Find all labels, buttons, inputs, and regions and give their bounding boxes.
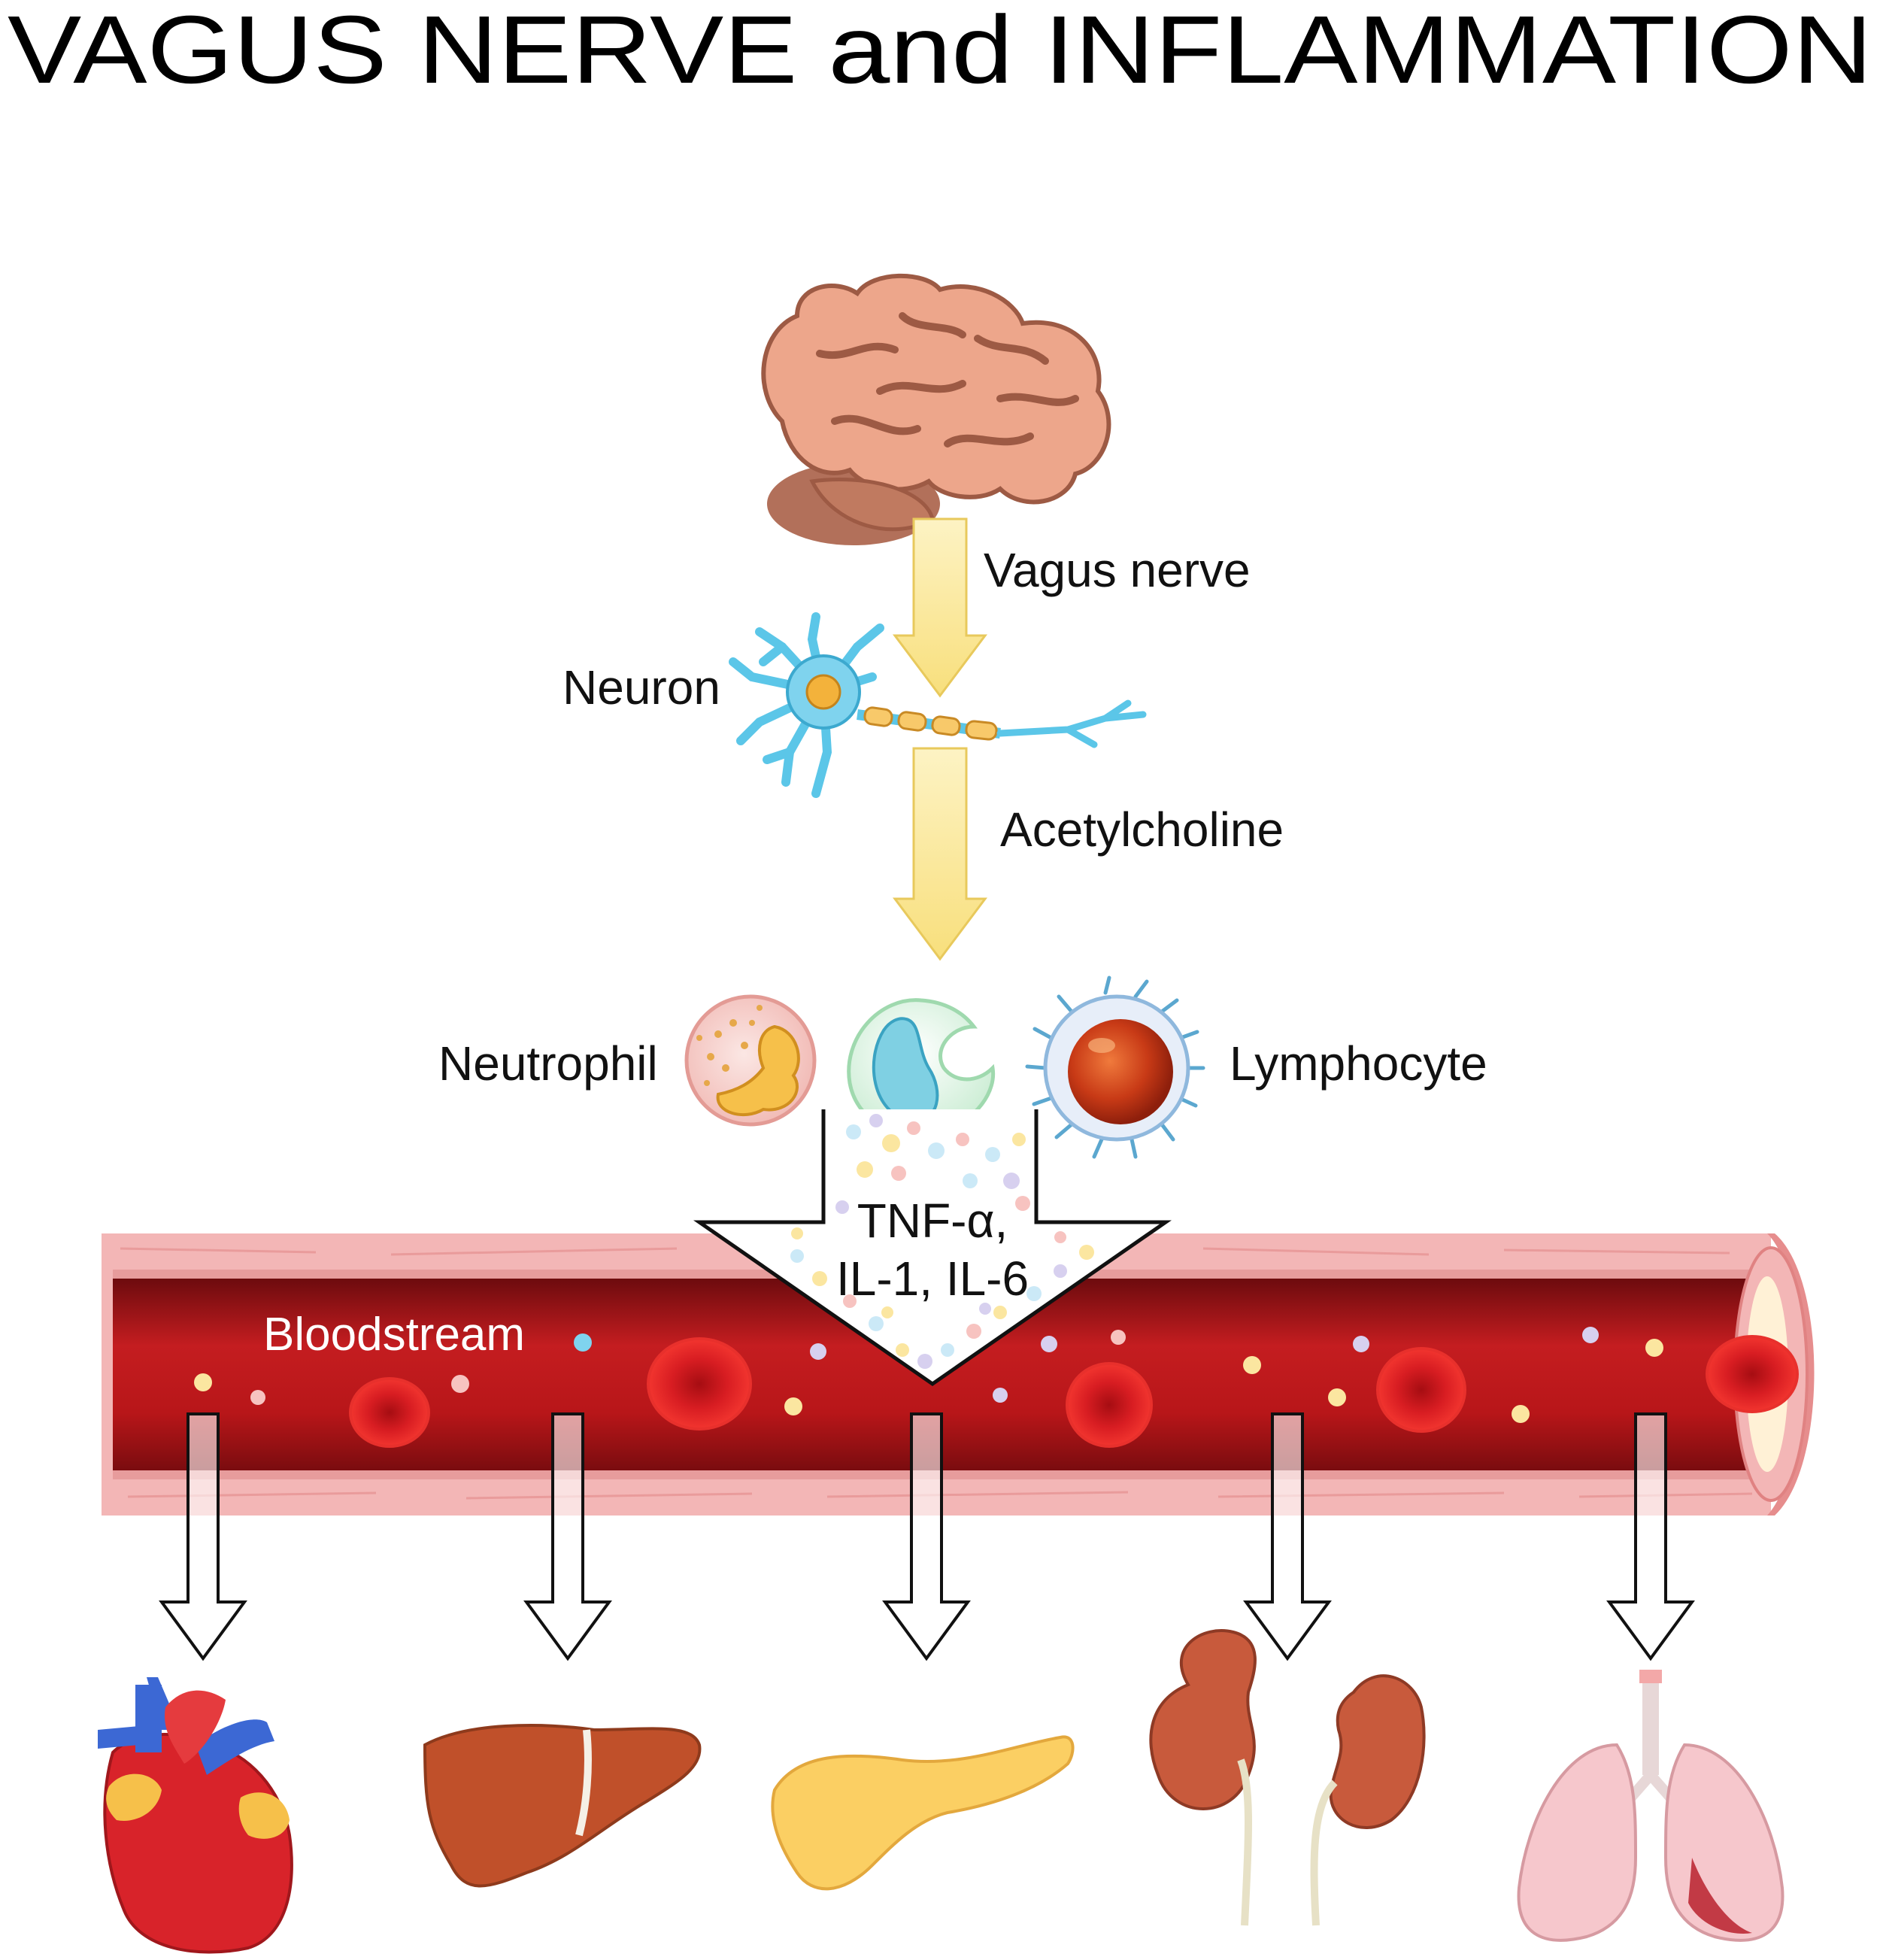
brain-icon (761, 273, 1111, 545)
cytokine-particles (790, 1114, 1094, 1369)
lymphocyte-label: Lymphocyte (1230, 1036, 1487, 1091)
lymphocyte-icon (1025, 975, 1205, 1159)
arrow-to-liver (523, 1412, 612, 1661)
cytokines-label-line2: IL-1, IL-6 (836, 1252, 1029, 1306)
vagus-arrow (893, 517, 987, 698)
arrow-to-kidneys (1243, 1412, 1332, 1661)
acetylcholine-label: Acetylcholine (1000, 803, 1284, 857)
pancreas-icon (771, 1735, 1075, 1891)
vagus-nerve-label: Vagus nerve (984, 543, 1251, 597)
neutrophil-icon (684, 994, 817, 1127)
arrow-to-heart (159, 1412, 247, 1661)
arrow-to-pancreas (882, 1412, 971, 1661)
kidneys-icon (1149, 1629, 1426, 1926)
heart-icon (98, 1677, 293, 1954)
neutrophil-label: Neutrophil (438, 1036, 658, 1091)
organ-arrows (159, 1412, 1695, 1661)
red-blood-cells (349, 1335, 1799, 1448)
neuron-icon (729, 612, 1147, 798)
cytokines-label-line1: TNF-α, (857, 1194, 1008, 1248)
arrow-to-lungs (1606, 1412, 1695, 1661)
blood-particles (194, 1327, 1663, 1423)
acetylcholine-arrow (893, 747, 987, 961)
monocyte-icon (847, 998, 996, 1137)
neuron-label: Neuron (562, 660, 720, 715)
lungs-icon (1517, 1670, 1784, 1942)
bloodstream-label: Bloodstream (263, 1309, 525, 1361)
cytokine-arrow (693, 1109, 1172, 1387)
liver-icon (423, 1724, 702, 1888)
page-title: VAGUS NERVE and INFLAMMATION (8, 0, 1872, 104)
